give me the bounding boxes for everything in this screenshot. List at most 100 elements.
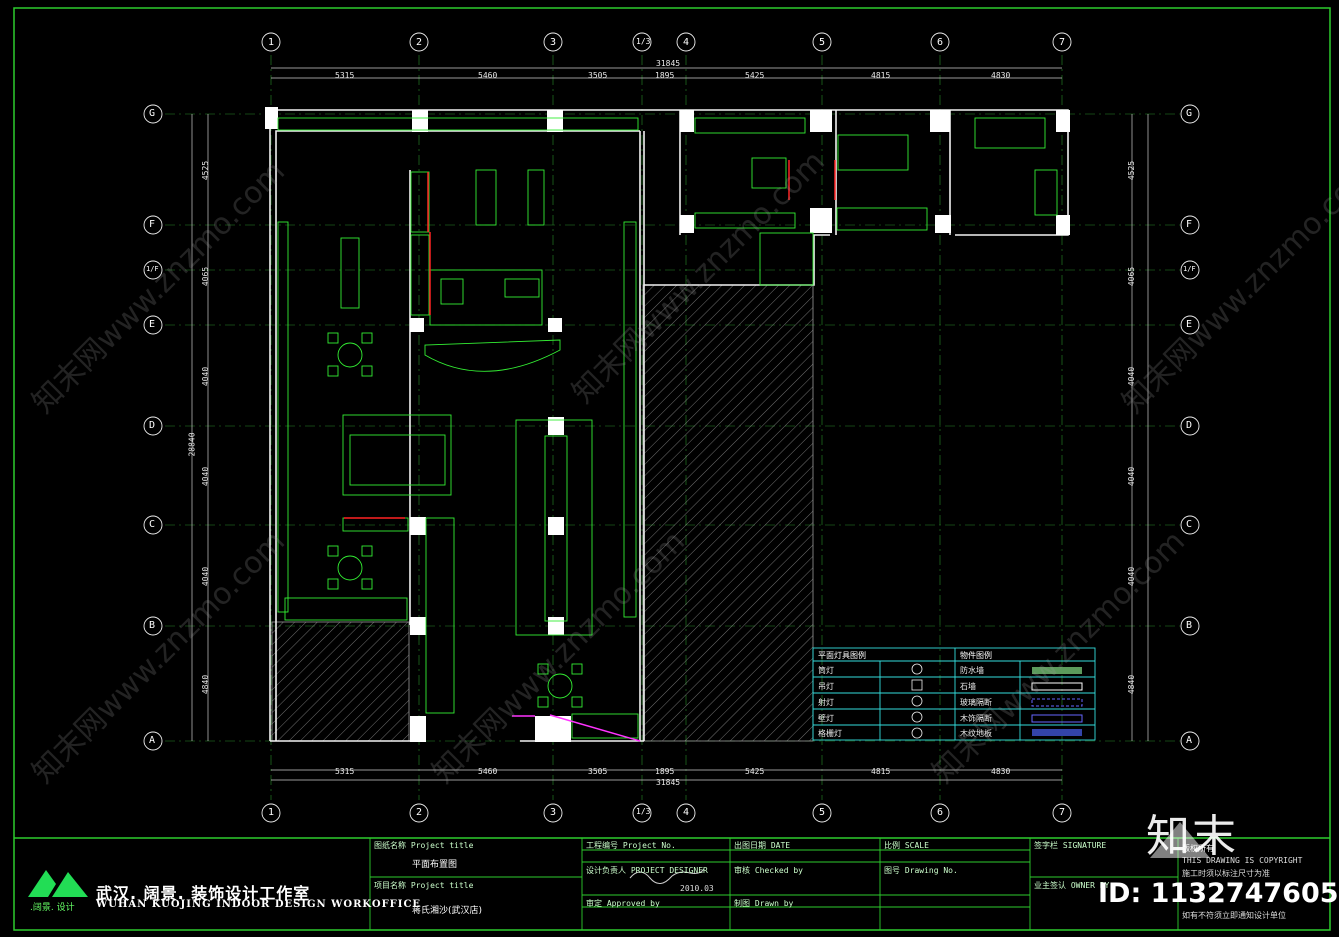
grid-left-label-D: D [149, 420, 156, 431]
bottom-span-dim-6: 4815 [871, 767, 891, 776]
grid-right-label-B: B [1186, 620, 1193, 631]
top-span-dim-7: 4830 [991, 71, 1011, 80]
grid-top-label-7: 6 [937, 37, 944, 48]
designer-label: 设计负责人 PROJECT DESIGNER [586, 866, 708, 875]
legend-row-1-right: 防水墙 [960, 666, 984, 675]
copyright-line-3: 如有不符须立即通知设计单位 [1182, 911, 1286, 920]
top-span-dim-1: 5315 [335, 71, 355, 80]
project-no-label: 工程编号 Project No. [586, 841, 676, 850]
legend-row-3-left: 射灯 [818, 698, 834, 707]
furniture-linework [277, 117, 1058, 739]
dimension-lines [191, 67, 1149, 781]
brand-subtitle: .阔景. 设计 [30, 903, 75, 913]
designer-signature [629, 868, 705, 884]
grid-bottom-label-6: 5 [819, 807, 826, 818]
watermark-triangle-icon [1150, 822, 1210, 858]
grid-top-label-4: 1/3 [636, 37, 651, 46]
grid-left-label-A: A [149, 735, 156, 746]
bottom-span-dim-3: 3505 [588, 767, 608, 776]
grid-bubbles [143, 32, 1200, 823]
grid-right-label-1F: 1/F [1183, 265, 1196, 273]
copyright-line-2: 施工时须以标注尺寸为准 [1182, 869, 1270, 878]
right-dim-2: 4065 [1127, 266, 1137, 287]
grid-top-label-8: 7 [1059, 37, 1066, 48]
grid-right-label-C: C [1186, 519, 1193, 530]
left-total-dimension: 28840 [187, 432, 197, 457]
title-block-grid [369, 838, 1179, 930]
right-dim-4: 4040 [1127, 466, 1137, 487]
bottom-span-dim-2: 5460 [478, 767, 498, 776]
grid-bottom-label-8: 7 [1059, 807, 1066, 818]
drawn-label: 制图 Drawn by [734, 899, 794, 908]
legend-row-5-right: 木纹地板 [960, 729, 992, 738]
copyright-line-1: THIS DRAWING IS COPYRIGHT [1182, 856, 1303, 865]
grid-right-label-G: G [1186, 108, 1193, 119]
signature-label: 签字栏 SIGNATURE [1034, 841, 1107, 850]
grid-right-label-F: F [1186, 219, 1193, 230]
legend-row-5-left: 格栅灯 [818, 729, 842, 738]
grid-bottom-label-3: 3 [550, 807, 557, 818]
legend-row-1-left: 筒灯 [818, 666, 834, 675]
left-dim-4: 4040 [201, 466, 211, 487]
checker-label: 审核 Checked by [734, 866, 803, 875]
grid-left-label-C: C [149, 519, 156, 530]
brand-name-cn: 武汉. 阔景. 装饰设计工作室 [96, 884, 311, 903]
scale-label: 比例 SCALE [884, 841, 929, 850]
accent-lines [344, 160, 836, 742]
sheet-no-label: 图号 Drawing No. [884, 866, 958, 875]
top-span-dim-2: 5460 [478, 71, 498, 80]
drawing-name-value: 平面布置图 [412, 860, 458, 870]
dining-tables [327, 332, 583, 708]
right-dim-6: 4840 [1127, 674, 1137, 695]
brand-logo-mark [28, 870, 88, 897]
top-span-dim-4: 1895 [655, 71, 675, 80]
legend-symbols [911, 663, 923, 739]
grid-bottom-label-5: 4 [683, 807, 690, 818]
bottom-total-dimension: 31845 [656, 778, 681, 787]
grid-top-label-1: 1 [268, 37, 275, 48]
legend-row-4-left: 壁灯 [818, 714, 834, 723]
grid-left-label-F: F [149, 219, 156, 230]
top-span-dim-6: 4815 [871, 71, 891, 80]
legend-table [812, 647, 1096, 741]
date-label: 出图日期 DATE [734, 841, 791, 850]
grid-left-label-E: E [149, 319, 156, 330]
legend-title-objects: 物件图例 [960, 651, 992, 660]
legend-row-2-right: 石墙 [960, 682, 976, 691]
legend-row-2-left: 吊灯 [818, 682, 834, 691]
top-span-dim-3: 3505 [588, 71, 608, 80]
drawing-name-label: 图纸名称 Project title [374, 841, 474, 850]
structural-columns [265, 107, 1070, 742]
grid-right-label-E: E [1186, 319, 1193, 330]
legend-row-3-right: 玻璃隔断 [960, 698, 992, 707]
bottom-span-dim-4: 1895 [655, 767, 675, 776]
grid-right-label-D: D [1186, 420, 1193, 431]
grid-bottom-label-4: 1/3 [636, 807, 651, 816]
grid-bottom-label-2: 2 [416, 807, 423, 818]
bottom-span-dim-5: 5425 [745, 767, 765, 776]
grid-top-label-6: 5 [819, 37, 826, 48]
grid-left-label-G: G [149, 108, 156, 119]
left-dim-6: 4840 [201, 674, 211, 695]
watermark-site-brand: 知末 [1146, 811, 1238, 862]
bottom-span-dim-7: 4830 [991, 767, 1011, 776]
top-span-dim-5: 5425 [745, 71, 765, 80]
grid-top-label-5: 4 [683, 37, 690, 48]
brand-name-en: WUHAN KUOJING INDOOR DESIGN WORKOFFICE [96, 899, 422, 910]
grid-bottom-label-7: 6 [937, 807, 944, 818]
left-dim-3: 4040 [201, 366, 211, 387]
project-name-label: 项目名称 Project title [374, 881, 474, 890]
bottom-span-dim-1: 5315 [335, 767, 355, 776]
watermark-id: ID: 1132747605 [1098, 878, 1339, 909]
grid-top-label-3: 3 [550, 37, 557, 48]
grid-top-label-2: 2 [416, 37, 423, 48]
left-dim-1: 4525 [201, 160, 211, 181]
legend-title-lighting: 平面灯具图例 [818, 651, 866, 660]
signature-date: 2010.03 [680, 884, 714, 893]
legend-swatches [1031, 667, 1083, 736]
project-name-value: 蒋氏湘沙(武汉店) [412, 906, 483, 916]
legend-row-4-right: 木饰隔断 [960, 714, 992, 723]
grid-left-label-B: B [149, 620, 156, 631]
